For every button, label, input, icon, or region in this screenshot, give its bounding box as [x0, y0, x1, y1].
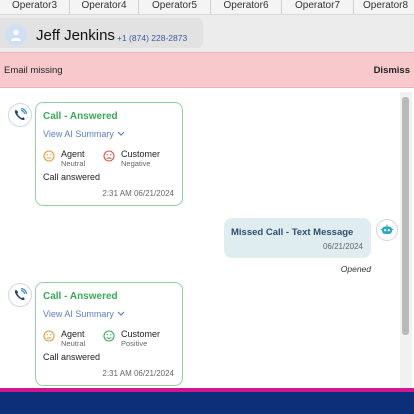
accent-bar	[0, 388, 414, 392]
call-answered-card: Call - Answered View AI Summary Agent Ne…	[35, 102, 183, 206]
scrollbar-thumb[interactable]	[402, 97, 409, 335]
smile-face-icon	[103, 330, 115, 342]
call-timestamp: 2:31 AM 06/21/2024	[102, 369, 174, 378]
operator-tab-bar: Operator3 Operator4 Operator5 Operator6 …	[0, 0, 414, 15]
message-status: Opened	[340, 264, 371, 274]
bot-icon	[376, 219, 398, 241]
tab-operator4[interactable]: Operator4	[70, 0, 139, 14]
agent-sentiment-value: Neutral	[61, 159, 86, 168]
agent-label: Agent	[61, 329, 85, 339]
link-label: View AI Summary	[43, 309, 114, 319]
missed-call-timestamp: 06/21/2024	[322, 242, 363, 251]
customer-sentiment-value: Negative	[121, 159, 151, 168]
contact-header: Jeff Jenkins +1 (874) 228-2873	[0, 15, 414, 52]
sad-face-icon	[103, 150, 115, 162]
tab-operator5[interactable]: Operator5	[139, 0, 211, 14]
contact-phone: +1 (874) 228-2873	[117, 33, 188, 43]
phone-call-icon	[8, 283, 32, 307]
customer-label: Customer	[121, 329, 161, 339]
alert-message: Email missing	[4, 65, 63, 76]
dismiss-button[interactable]: Dismiss	[373, 65, 410, 76]
user-icon	[5, 24, 27, 46]
conversation-thread[interactable]: Call - Answered View AI Summary Agent Ne…	[0, 89, 414, 388]
agent-label: Agent	[61, 149, 85, 159]
tab-operator3[interactable]: Operator3	[0, 0, 70, 14]
tab-operator7[interactable]: Operator7	[282, 0, 354, 14]
call-title: Call - Answered	[43, 291, 118, 302]
tab-operator8[interactable]: Operator8	[354, 0, 414, 14]
call-answered-card: Call - Answered View AI Summary Agent Ne…	[35, 282, 183, 386]
missed-call-title: Missed Call - Text Message	[231, 227, 354, 238]
agent-sentiment-value: Neutral	[61, 339, 86, 348]
tab-operator6[interactable]: Operator6	[211, 0, 282, 14]
view-ai-summary-link[interactable]: View AI Summary	[43, 309, 125, 319]
email-missing-alert: Email missing Dismiss	[0, 52, 414, 88]
neutral-face-icon	[43, 150, 55, 162]
neutral-face-icon	[43, 330, 55, 342]
call-status: Call answered	[43, 172, 101, 182]
missed-call-text-card: Missed Call - Text Message 06/21/2024	[224, 218, 371, 258]
phone-call-icon	[8, 103, 32, 127]
call-status: Call answered	[43, 352, 101, 362]
call-title: Call - Answered	[43, 111, 118, 122]
link-label: View AI Summary	[43, 129, 114, 139]
view-ai-summary-link[interactable]: View AI Summary	[43, 129, 125, 139]
call-timestamp: 2:31 AM 06/21/2024	[102, 189, 174, 198]
customer-sentiment-value: Positive	[121, 339, 148, 348]
contact-name: Jeff Jenkins	[36, 27, 115, 44]
chevron-down-icon	[117, 131, 125, 136]
footer-bar	[0, 392, 414, 414]
contact-pill[interactable]: Jeff Jenkins +1 (874) 228-2873	[0, 18, 203, 48]
customer-label: Customer	[121, 149, 161, 159]
chevron-down-icon	[117, 311, 125, 316]
